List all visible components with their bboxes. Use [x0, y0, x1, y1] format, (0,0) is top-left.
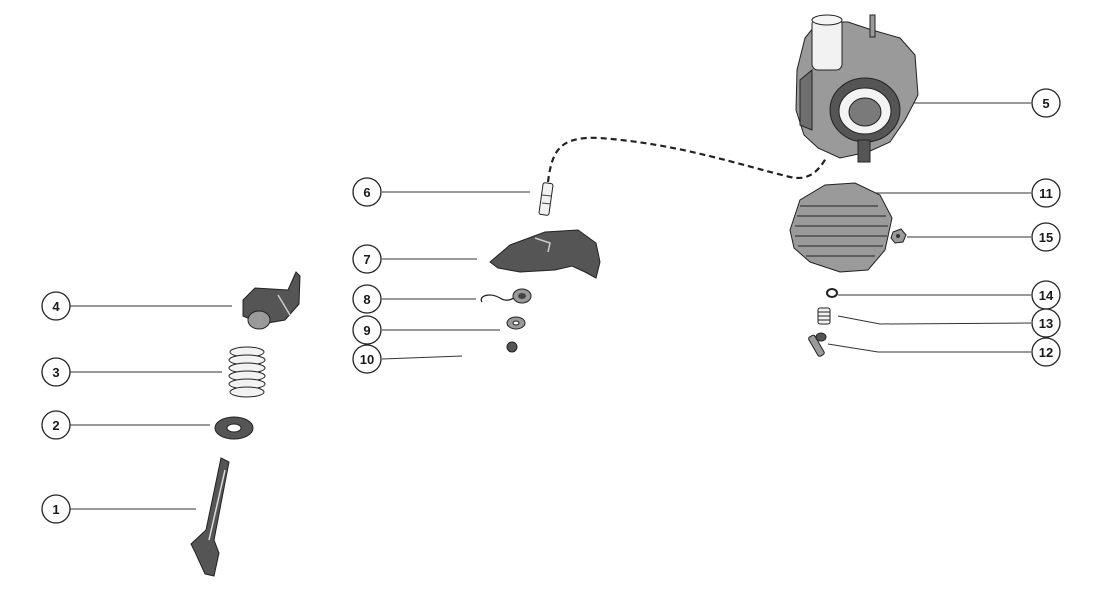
lock-washer-part: [826, 288, 838, 298]
nut-part: [506, 341, 518, 353]
callout-6: 6: [352, 177, 382, 207]
callout-15-label: 15: [1039, 230, 1053, 245]
small-washer-part: [506, 316, 526, 330]
callout-14: 14: [1031, 280, 1061, 310]
screw-part: [808, 332, 827, 357]
callout-11-label: 11: [1039, 186, 1053, 201]
spring-part: [228, 346, 266, 398]
bracket-part: [242, 271, 301, 330]
callout-4-label: 4: [52, 299, 60, 314]
callout-7: 7: [352, 244, 382, 274]
callout-8: 8: [352, 284, 382, 314]
callout-9-label: 9: [363, 323, 370, 338]
spring-clip-part: [480, 288, 532, 304]
cover-nut-part: [890, 228, 907, 244]
small-spring-part: [817, 307, 831, 325]
callout-9: 9: [352, 315, 382, 345]
callout-6-label: 6: [363, 185, 370, 200]
callout-4: 4: [41, 291, 71, 321]
callout-12-label: 12: [1039, 345, 1053, 360]
callout-1-label: 1: [52, 502, 59, 517]
callout-10-label: 10: [360, 352, 374, 367]
filter-cover-part: [789, 182, 893, 273]
lever-rod-part: [190, 457, 230, 577]
linkage-dashed-line: [546, 136, 827, 183]
callout-10: 10: [352, 344, 382, 374]
callout-12: 12: [1031, 337, 1061, 367]
callout-1: 1: [41, 494, 71, 524]
callout-5-label: 5: [1042, 96, 1049, 111]
carburetor-part: [795, 14, 919, 163]
washer-part: [214, 416, 254, 440]
callout-5: 5: [1031, 88, 1061, 118]
cam-plate-part: [489, 229, 601, 279]
callout-13: 13: [1031, 308, 1061, 338]
leader-lines: [70, 102, 1032, 510]
callout-2-label: 2: [52, 418, 59, 433]
callout-13-label: 13: [1039, 316, 1053, 331]
callout-11: 11: [1031, 178, 1061, 208]
pin-part: [538, 182, 554, 216]
callout-2: 2: [41, 410, 71, 440]
callout-3: 3: [41, 357, 71, 387]
callout-3-label: 3: [52, 365, 59, 380]
callout-7-label: 7: [363, 252, 370, 267]
callout-8-label: 8: [363, 292, 370, 307]
callout-14-label: 14: [1039, 288, 1054, 303]
callout-15: 15: [1031, 222, 1061, 252]
